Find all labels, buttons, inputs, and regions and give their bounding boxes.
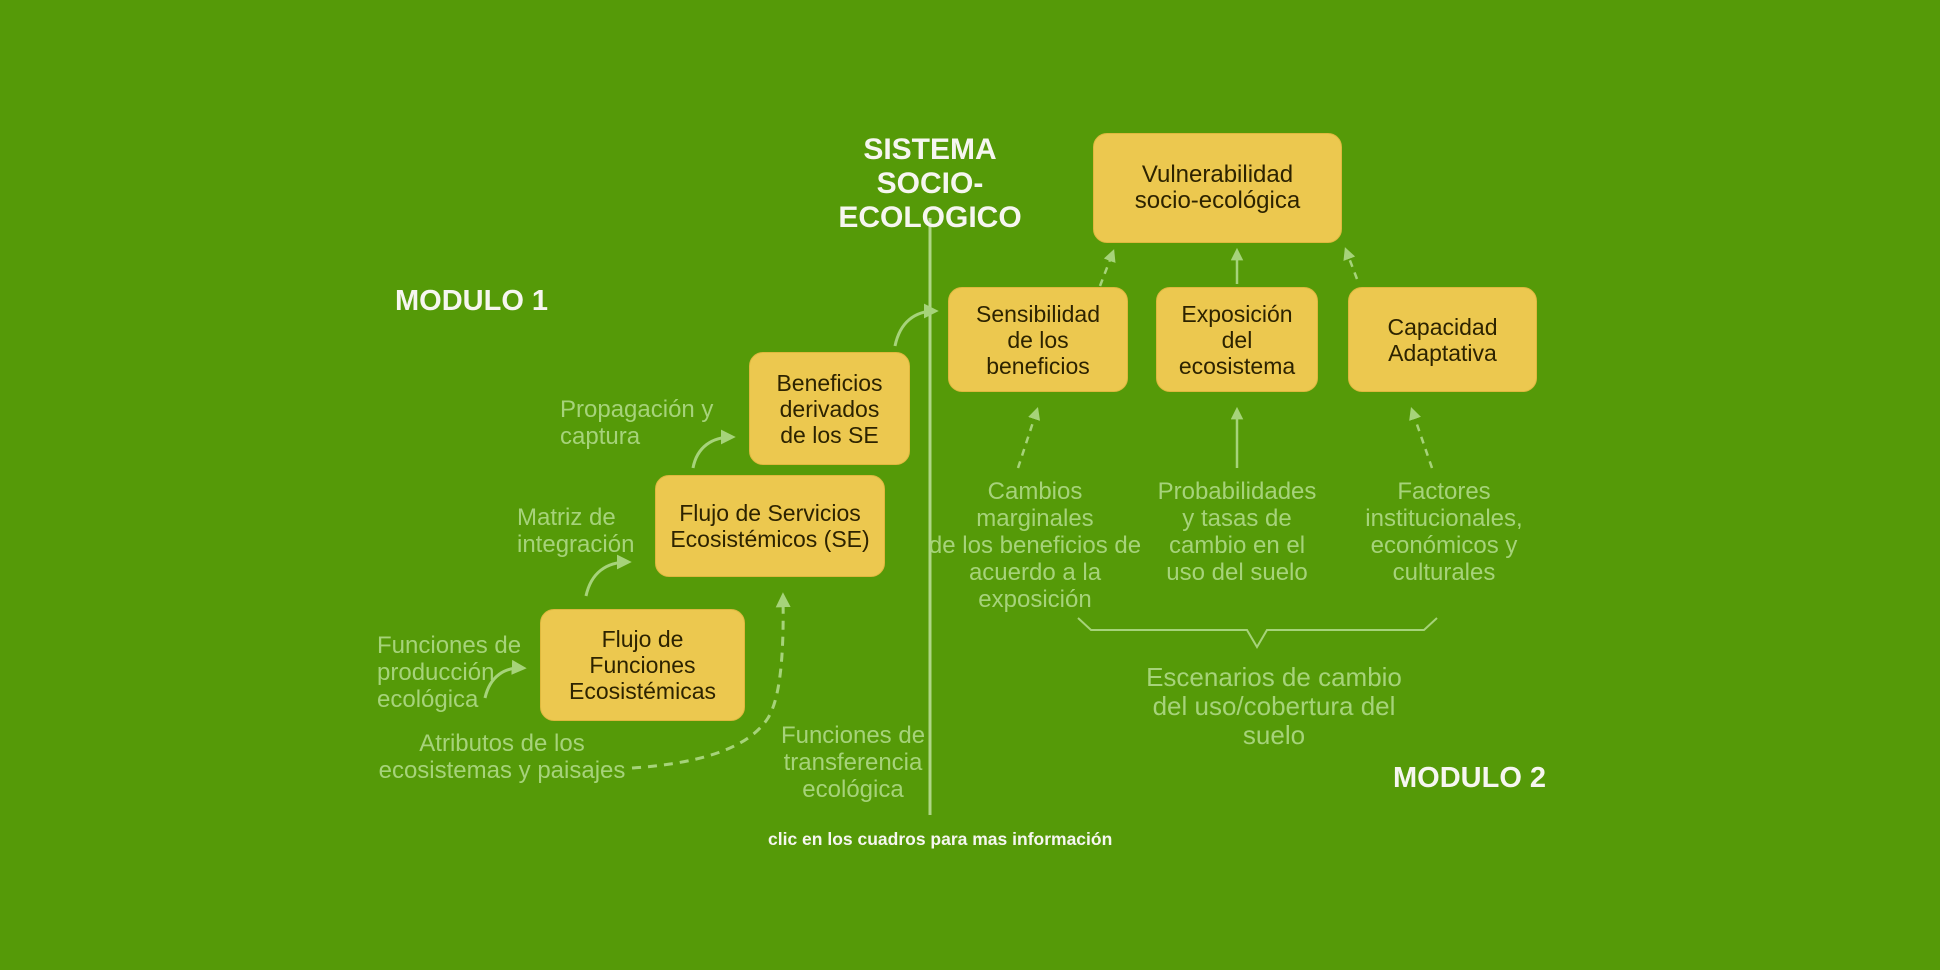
annotation-factores: Factores institucionales, económicos y c… (1365, 478, 1523, 586)
brace-escenarios (1077, 617, 1438, 649)
box-sensibilidad[interactable]: Sensibilidad de los beneficios (948, 287, 1128, 392)
module2-label: MODULO 2 (1393, 762, 1547, 794)
annotation-funciones-produccion: Funciones de producción ecológica (377, 632, 522, 713)
annotation-escenarios: Escenarios de cambio del uso/cobertura d… (1146, 662, 1402, 750)
box-beneficios[interactable]: Beneficios derivados de los SE (749, 352, 910, 465)
annotation-propagacion: Propagación y captura (560, 396, 714, 450)
box-flujo-funciones[interactable]: Flujo de Funciones Ecosistémicas (540, 609, 745, 721)
box-vulnerabilidad[interactable]: Vulnerabilidad socio-ecológica (1093, 133, 1342, 243)
arrow-flujo-funciones-to-flujo-servicios (584, 554, 632, 597)
footer-note: clic en los cuadros para mas información (768, 829, 1113, 849)
arrow-cambios-to-sensibilidad-dashed (1016, 407, 1041, 469)
annotation-cambios-marginales: Cambios marginales de los beneficios de … (928, 478, 1142, 613)
arrow-capacidad-to-vulnerabilidad-dashed (1343, 247, 1359, 280)
arrow-factores-to-capacidad-dashed (1409, 407, 1434, 469)
module1-label: MODULO 1 (395, 285, 549, 317)
box-flujo-servicios[interactable]: Flujo de Servicios Ecosistémicos (SE) (655, 475, 885, 577)
box-exposicion[interactable]: Exposición del ecosistema (1156, 287, 1318, 392)
annotation-probabilidades: Probabilidades y tasas de cambio en el u… (1157, 478, 1317, 586)
arrow-beneficios-to-sensibilidad (893, 303, 939, 347)
annotation-funciones-transferencia: Funciones de transferencia ecológica (780, 722, 926, 803)
box-capacidad[interactable]: Capacidad Adaptativa (1348, 287, 1537, 392)
annotation-atributos: Atributos de los ecosistemas y paisajes (378, 730, 626, 784)
annotation-matriz: Matriz de integración (517, 504, 635, 558)
arrow-sensibilidad-to-vulnerabilidad-dashed (1098, 249, 1116, 287)
diagram-title: SISTEMA SOCIO-ECOLOGICO (838, 133, 1022, 234)
